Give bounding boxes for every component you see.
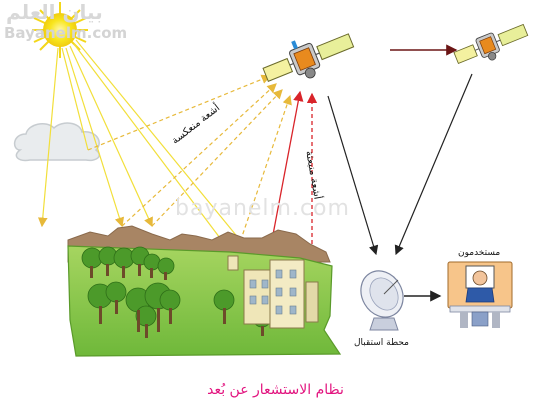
receiving-station-label: محطة استقبال: [354, 338, 410, 348]
buildings: [227, 255, 319, 329]
satellite-icon-relay: [453, 23, 529, 65]
emitted-rays: [271, 90, 318, 244]
sun-icon: [32, 2, 88, 58]
reflected-rays: [87, 74, 292, 255]
diagram-caption: نظام الاستشعار عن بُعد: [207, 382, 344, 398]
cloud-icon: [13, 122, 100, 162]
satellite-icon: [262, 33, 355, 82]
users-label: مستخدمون: [458, 248, 501, 258]
watermark-center: bayanelm.com: [175, 196, 350, 221]
satellite-dish-icon: [360, 270, 404, 331]
sun-rays: [37, 39, 259, 263]
watermark-arabic: بيان العلم: [6, 0, 103, 24]
computer-user-icon: [447, 261, 513, 328]
watermark-latin: Bayanelm.com: [4, 24, 128, 42]
transmission-arrows: [327, 44, 473, 302]
